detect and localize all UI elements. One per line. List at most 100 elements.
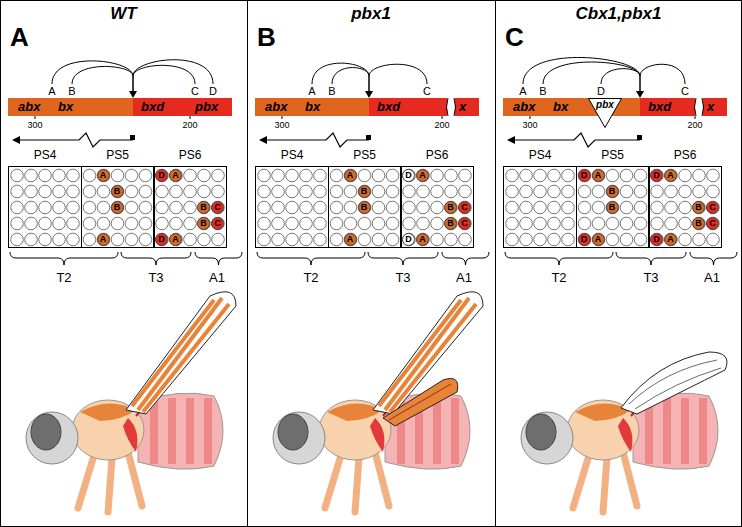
enhancer-arc [133,65,195,84]
cell-circle [445,185,458,198]
arrow-head [365,91,373,98]
cell-circle [578,233,591,246]
cell-circle [372,201,385,214]
cell-letter: C [459,218,470,229]
cell-circle [198,201,211,214]
cell-circle [459,201,472,214]
cell-circle [184,233,197,246]
cell-circle [372,233,385,246]
cell-letter: A [98,234,109,245]
fly-wing [621,352,727,414]
cell-circle [212,185,225,198]
segment-bracket [690,252,737,265]
cell-letter: B [693,218,704,229]
cell-circle: B [606,201,619,214]
cell-circle: B [358,185,371,198]
cell-circle [606,217,619,230]
transcript-arrow [507,136,515,144]
cell-letter: D [156,170,167,181]
cell-circle [272,201,285,214]
cell-circle [212,233,225,246]
cell-circle [111,217,124,230]
cell-circle: B [606,185,619,198]
cell-circle [125,201,138,214]
gene-break [444,98,458,116]
cell-circle [344,201,357,214]
cell-circle: C [211,201,224,214]
gene-label: pbx [588,99,622,110]
cell-circle [111,185,124,198]
gene-label: bxd [377,98,400,116]
cell-circle [445,201,458,214]
wing-vein [629,360,717,404]
cell-circle [578,217,591,230]
cell-circle [620,201,633,214]
cell-circle [372,169,385,182]
cell-circle [651,233,664,246]
cell-circle [97,217,110,230]
transcript-arrow [12,136,20,144]
cell-circle [184,217,197,230]
parasegment-label: PS5 [577,148,649,162]
segment-label: T2 [551,270,566,285]
cell-letter: D [579,234,590,245]
cell-letter: B [112,186,123,197]
cell-circle [592,201,605,214]
cell-circle [506,185,519,198]
cell-circle [592,185,605,198]
parasegment-label: PS4 [256,148,328,162]
cell-circle [258,185,271,198]
cell-circle [139,217,152,230]
cell-circle [403,201,416,214]
segment-label: T3 [643,270,658,285]
enhancer-arc [72,66,133,84]
gene-region: bxdx [640,98,727,116]
cell-circle [25,185,38,198]
cell-circle [431,201,444,214]
transformed-wing [383,379,458,427]
cell-circle [67,169,80,182]
cell-circle [25,201,38,214]
cell-circle: A [416,169,429,182]
cell-circle [592,217,605,230]
cell-circle [139,185,152,198]
abdomen-stripe [663,398,671,464]
cell-circle [693,185,706,198]
cell-circle [665,233,678,246]
cell-circle [300,201,313,214]
cell-circle [634,233,647,246]
cell-circle [170,169,183,182]
cell-circle [286,233,299,246]
cell-letter: D [156,234,167,245]
cell-circle [707,201,720,214]
cell-circle [651,169,664,182]
panel-letter: A [10,22,29,53]
cell-circle [445,233,458,246]
cell-circle [606,233,619,246]
cell-circle [506,233,519,246]
cell-circle: D [155,169,168,182]
cell-circle [97,201,110,214]
cell-letter: A [665,234,676,245]
break-mark [447,98,449,116]
cell-circle [314,233,327,246]
gene-label: abx [513,98,535,116]
cell-circle: A [97,169,110,182]
cell-circle [431,217,444,230]
scale-tick [442,116,443,119]
cell-circle [184,201,197,214]
parasegment-box: PS4 [255,166,329,248]
cell-circle [97,185,110,198]
insertion-triangle: pbx [588,98,622,128]
cell-circle [693,233,706,246]
segment-bracket [257,252,365,265]
enhancer-label: B [539,85,546,97]
arrow-shaft [639,76,641,92]
cell-circle [300,169,313,182]
fly-notum [80,403,136,421]
cell-circle [97,169,110,182]
cell-circle [386,217,399,230]
parasegment-label: PS5 [329,148,401,162]
gene-region: bxdx [369,98,479,116]
